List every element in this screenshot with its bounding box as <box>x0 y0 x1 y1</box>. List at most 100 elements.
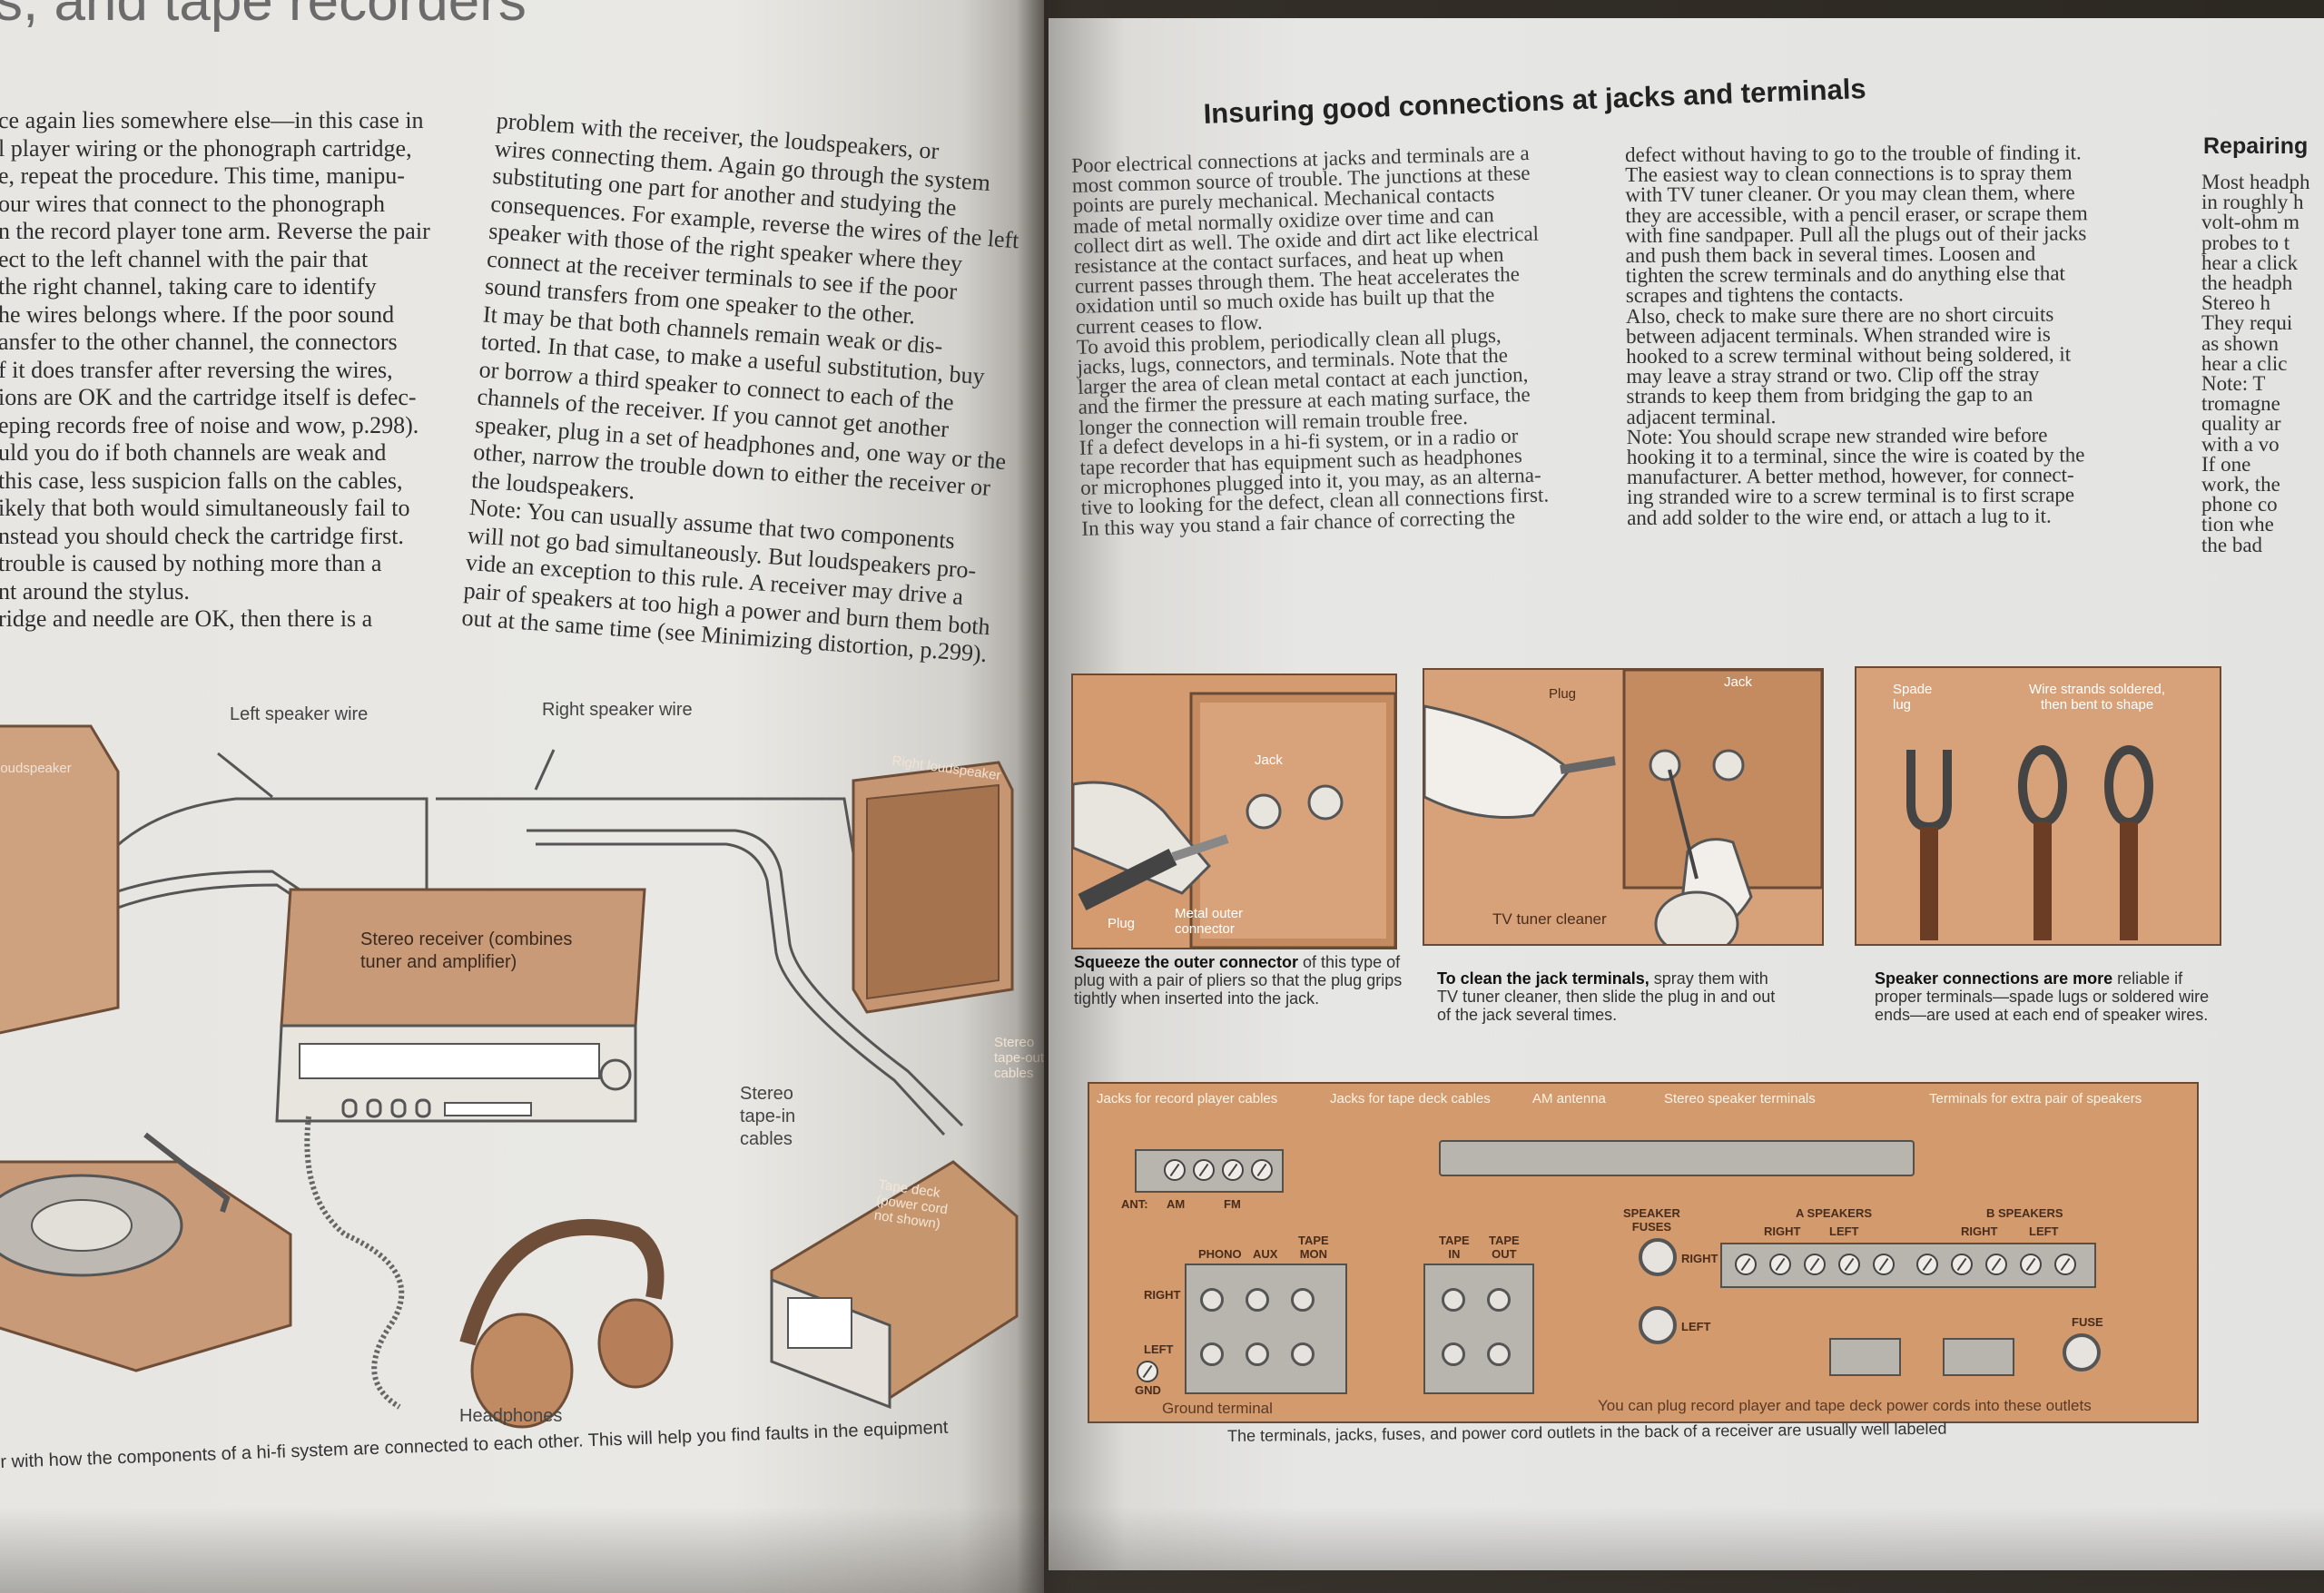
speaker-fuse <box>1639 1238 1677 1276</box>
speaker-screw <box>2054 1254 2076 1275</box>
right-text-column-2: defect without having to go to the troub… <box>1625 141 2090 529</box>
rca-jack <box>1246 1288 1269 1312</box>
bp-left-input: LEFT <box>1144 1342 1174 1356</box>
p3-caption-1: reliable if <box>2112 969 2183 988</box>
bp-tape-mon: TAPE MON <box>1298 1234 1329 1261</box>
speaker-screw <box>1735 1254 1757 1275</box>
right-page: Insuring good connections at jacks and t… <box>1049 18 2324 1570</box>
bp-b-speakers: B SPEAKERS <box>1986 1206 2063 1220</box>
label-loudspeaker: Loudspeaker <box>0 761 72 776</box>
bp-power-cord-note: You can plug record player and tape deck… <box>1598 1397 2092 1414</box>
col-a-line: he wires belongs where. If the poor soun… <box>0 300 395 328</box>
right-col-3-line: hear a click <box>2201 251 2298 274</box>
bp-b-left: LEFT <box>2029 1224 2059 1238</box>
label-left-speaker-wire: Left speaker wire <box>230 704 369 724</box>
speaker-screw <box>1916 1254 1938 1275</box>
rca-jack <box>1200 1288 1224 1312</box>
bp-label-extra-speakers: Terminals for extra pair of speakers <box>1929 1091 2142 1106</box>
spade-lug-illustration <box>1856 668 2220 944</box>
bp-label-tape-jacks: Jacks for tape deck cables <box>1330 1091 1491 1106</box>
p2-plug-label: Plug <box>1549 686 1577 702</box>
p1-plug-label: Plug <box>1108 916 1136 931</box>
rca-jack <box>1442 1342 1465 1366</box>
p1-caption-1: of this type of <box>1298 953 1401 971</box>
main-fuse <box>2063 1333 2101 1372</box>
bp-gnd: GND <box>1135 1383 1161 1397</box>
label-stereo-tape-in-cables: Stereo tape-in cables <box>740 1084 796 1149</box>
bp-speaker-fuses: SPEAKER FUSES <box>1623 1206 1680 1234</box>
chapter-heading: s, and tape recorders <box>0 0 527 33</box>
bp-aux: AUX <box>1253 1247 1278 1261</box>
p3-caption-bold: Speaker connections are more <box>1875 969 2113 988</box>
p3-wire-strands-label: Wire strands soldered, then bent to shap… <box>2029 682 2166 713</box>
bp-b-right: RIGHT <box>1961 1224 1998 1238</box>
speaker-fuse <box>1639 1306 1677 1344</box>
right-col-3-line: phone co <box>2201 493 2278 516</box>
bp-a-speakers: A SPEAKERS <box>1796 1206 1873 1220</box>
p2-caption: To clean the jack terminals, spray them … <box>1437 969 1775 1024</box>
col-a-line: eping records free of noise and wow, p.2… <box>0 411 419 438</box>
text-column-b: problem with the receiver, the loudspeak… <box>461 107 1029 669</box>
back-panel-caption: The terminals, jacks, fuses, and power c… <box>1227 1419 1947 1445</box>
col-a-line: l player wiring or the phonograph cartri… <box>0 134 412 162</box>
speaker-screw <box>1985 1254 2007 1275</box>
p1-caption-bold: Squeeze the outer connector <box>1074 953 1299 971</box>
power-outlet <box>1943 1338 2014 1376</box>
p1-jack-label: Jack <box>1255 752 1283 768</box>
p3-spade-lug-label: Spade lug <box>1893 682 1933 713</box>
speaker-terminal-strip <box>1720 1243 2096 1288</box>
bp-label-record-jacks: Jacks for record player cables <box>1097 1091 1278 1106</box>
col-a-line: nstead you should check the cartridge fi… <box>0 522 404 549</box>
right-col-3-line: probes to t <box>2201 231 2290 254</box>
p3-caption-3: ends—are used at each end of speaker wir… <box>1875 1006 2209 1024</box>
p3-caption: Speaker connections are more reliable if… <box>1875 969 2209 1024</box>
right-col-3-line: quality ar <box>2201 412 2281 436</box>
text-column-a: ce again lies somewhere else—in this cas… <box>0 107 430 634</box>
right-col-3-line: work, the <box>2201 473 2280 497</box>
rca-jack <box>1442 1288 1465 1312</box>
p1-caption-2: plug with a pair of pliers so that the p… <box>1074 971 1403 989</box>
right-col-3-line: If one <box>2201 452 2251 476</box>
p2-caption-1: spray them with <box>1649 969 1768 988</box>
right-col-2-line: strands to keep them from bridging the g… <box>1626 383 2034 408</box>
bp-am: AM <box>1167 1197 1186 1211</box>
bp-fuse-right: RIGHT <box>1681 1252 1718 1265</box>
right-col-3-line: in roughly h <box>2201 191 2304 214</box>
rca-jack <box>1487 1342 1511 1366</box>
p1-caption-3: tightly when inserted into the jack. <box>1074 989 1320 1008</box>
antenna-screw <box>1164 1159 1186 1181</box>
col-a-line: our wires that connect to the phonograph <box>0 190 385 217</box>
col-a-line: ions are OK and the cartridge itself is … <box>0 384 417 410</box>
antenna-screw <box>1251 1159 1273 1181</box>
speaker-screw <box>2020 1254 2042 1275</box>
p1-caption: Squeeze the outer connector of this type… <box>1074 953 1402 1008</box>
right-col-2-line: and add solder to the wire end, or attac… <box>1627 504 2052 529</box>
col-a-line: e, repeat the procedure. This time, mani… <box>0 162 405 189</box>
label-tape-deck: Tape deck (power cord not shown) <box>872 1176 950 1233</box>
col-a-line: ect to the left channel with the pair th… <box>0 245 369 272</box>
p2-caption-bold: To clean the jack terminals, <box>1437 969 1649 988</box>
rca-jack <box>1200 1342 1224 1366</box>
antenna-screw <box>1193 1159 1215 1181</box>
panel-squeeze-connector: Jack Plug Metal outer connector <box>1071 674 1397 949</box>
col-a-line: ansfer to the other channel, the connect… <box>0 329 398 355</box>
power-outlet <box>1829 1338 1901 1376</box>
repairing-heading: Repairing <box>2203 133 2309 159</box>
col-a-line: f it does transfer after reversing the w… <box>0 356 393 383</box>
tape-jack-plate <box>1423 1264 1534 1394</box>
bp-label-am-antenna: AM antenna <box>1532 1091 1606 1106</box>
bp-tape-in: TAPE IN <box>1439 1234 1470 1261</box>
phono-aux-jack-plate <box>1185 1264 1347 1394</box>
right-col-3-line: volt-ohm m <box>2201 211 2299 234</box>
ground-screw <box>1137 1361 1158 1382</box>
am-antenna-bar <box>1439 1140 1915 1176</box>
right-col-3-line: hear a clic <box>2201 351 2288 375</box>
right-col-3-line: Note: T <box>2201 372 2266 396</box>
bp-ant: ANT: <box>1121 1197 1148 1211</box>
left-page: s, and tape recorders ce again lies some… <box>0 0 1044 1593</box>
p3-caption-2: proper terminals—spade lugs or soldered … <box>1875 988 2210 1006</box>
right-text-column-1: Poor electrical connections at jacks and… <box>1071 142 1550 540</box>
right-col-3-line: Most headph <box>2201 171 2310 193</box>
speaker-screw <box>1873 1254 1895 1275</box>
